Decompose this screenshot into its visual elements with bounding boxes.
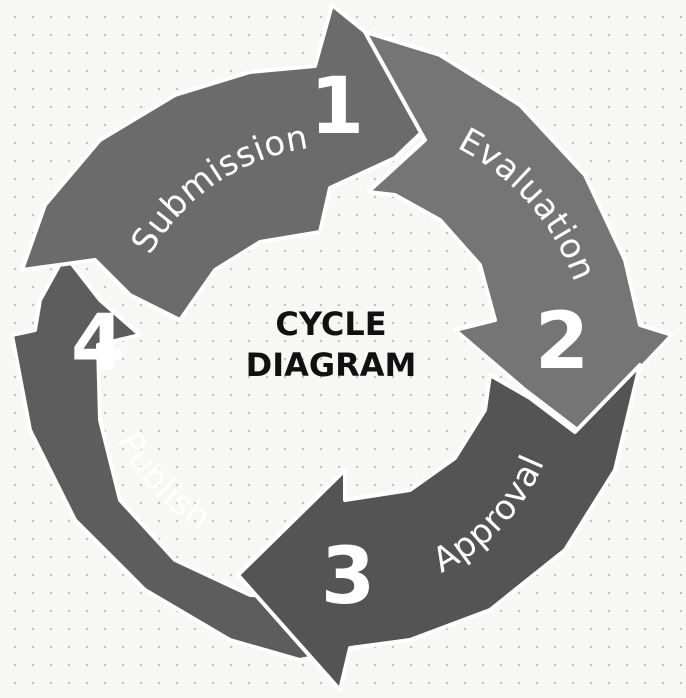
segment-submission	[20, 3, 447, 322]
segment-evaluation	[363, 30, 674, 434]
step-4-number: 4	[71, 299, 125, 389]
segment-approval	[236, 363, 642, 692]
diagram-title-line-1: CYCLE	[275, 305, 386, 343]
step-2-number: 2	[535, 297, 589, 387]
step-1-number: 1	[310, 62, 364, 152]
diagram-title-line-2: DIAGRAM	[246, 346, 417, 384]
step-3-number: 3	[321, 532, 375, 622]
